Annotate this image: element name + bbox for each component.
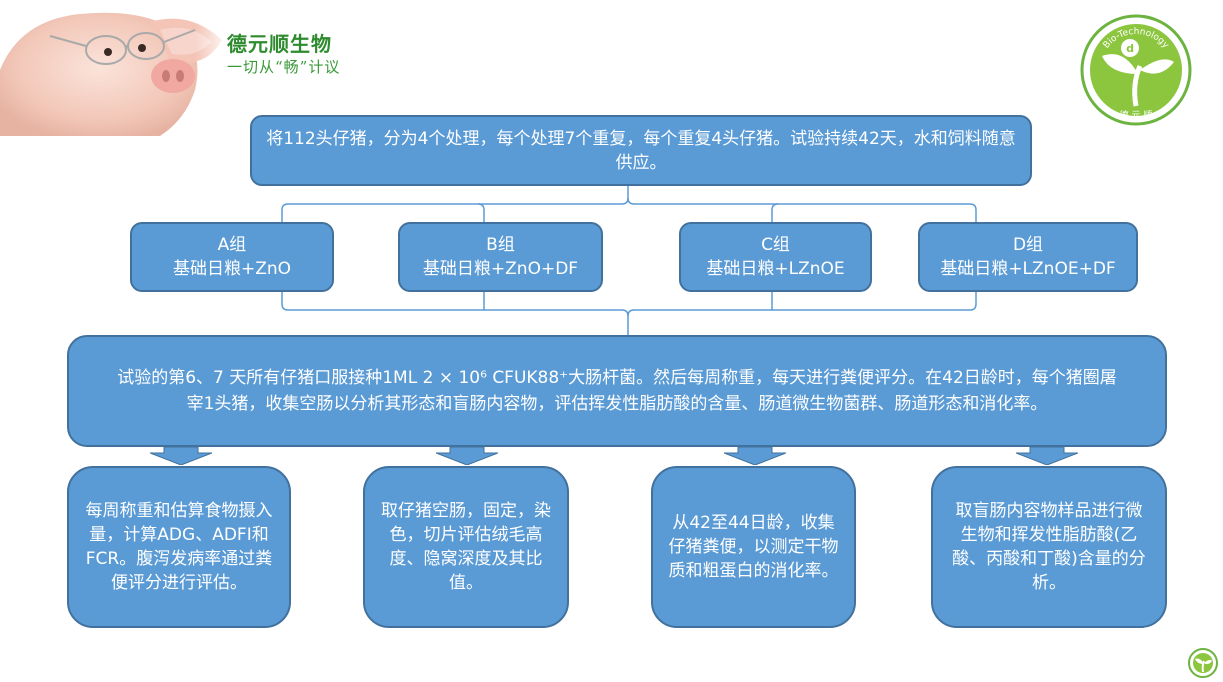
digestibility-box: 从42至44日龄，收集仔猪粪便，以测定干物质和粗蛋白的消化率。 [651, 466, 856, 628]
growth-measurement-box: 每周称重和估算食物摄入量，计算ADG、ADFI和FCR。腹泻发病率通过粪便评分进… [67, 466, 291, 628]
group-b-box: B组 基础日粮+ZnO+DF [398, 222, 603, 292]
jejunum-morphology-text: 取仔猪空肠，固定，染色，切片评估绒毛高度、隐窝深度及其比值。 [381, 501, 551, 593]
growth-measurement-text: 每周称重和估算食物摄入量，计算ADG、ADFI和FCR。腹泻发病率通过粪便评分进… [85, 501, 273, 593]
down-arrow-icon [436, 447, 498, 465]
experiment-overview-text: 将112头仔猪，分为4个处理，每个处理7个重复，每个重复4头仔猪。试验持续42天… [266, 128, 1016, 173]
logo-bottom-text: 德 元 顺 [1120, 109, 1153, 121]
jejunum-morphology-box: 取仔猪空肠，固定，染色，切片评估绒毛高度、隐窝深度及其比值。 [363, 466, 569, 628]
group-a-diet: 基础日粮+ZnO [172, 259, 292, 279]
experiment-overview-box: 将112头仔猪，分为4个处理，每个处理7个重复，每个重复4头仔猪。试验持续42天… [250, 115, 1032, 186]
group-b-diet: 基础日粮+ZnO+DF [422, 259, 579, 279]
brand-name: 德元顺生物 [227, 32, 332, 56]
down-arrow-icon [1016, 447, 1078, 465]
cecum-analysis-text: 取盲肠内容物样品进行微生物和挥发性脂肪酸(乙酸、丙酸和丁酸)含量的分析。 [952, 501, 1146, 593]
svg-text:d: d [1126, 42, 1134, 55]
corner-logo-icon [1188, 648, 1218, 678]
pig-with-glasses-image [0, 0, 230, 136]
group-a-name: A组 [217, 235, 247, 255]
group-d-diet: 基础日粮+LZnOE+DF [940, 259, 1116, 279]
digestibility-text: 从42至44日龄，收集仔猪粪便，以测定干物质和粗蛋白的消化率。 [668, 513, 839, 581]
group-d-name: D组 [1012, 235, 1044, 255]
procedure-text: 试验的第6、7 天所有仔猪口服接种1ML 2 × 10⁶ CFUK88⁺大肠杆菌… [117, 368, 1117, 414]
company-logo: d Bio-Technology 德 元 顺 [1080, 14, 1192, 126]
procedure-box: 试验的第6、7 天所有仔猪口服接种1ML 2 × 10⁶ CFUK88⁺大肠杆菌… [67, 335, 1167, 447]
group-b-name: B组 [486, 235, 515, 255]
brand-slogan: 一切从“畅”计议 [227, 58, 341, 76]
down-arrow-icon [724, 447, 786, 465]
group-c-box: C组 基础日粮+LZnOE [679, 222, 872, 292]
cecum-analysis-box: 取盲肠内容物样品进行微生物和挥发性脂肪酸(乙酸、丙酸和丁酸)含量的分析。 [931, 466, 1167, 628]
group-d-box: D组 基础日粮+LZnOE+DF [918, 222, 1138, 292]
group-c-diet: 基础日粮+LZnOE [706, 259, 845, 279]
group-a-box: A组 基础日粮+ZnO [130, 222, 334, 292]
group-c-name: C组 [761, 235, 790, 255]
down-arrow-icon [150, 447, 212, 465]
